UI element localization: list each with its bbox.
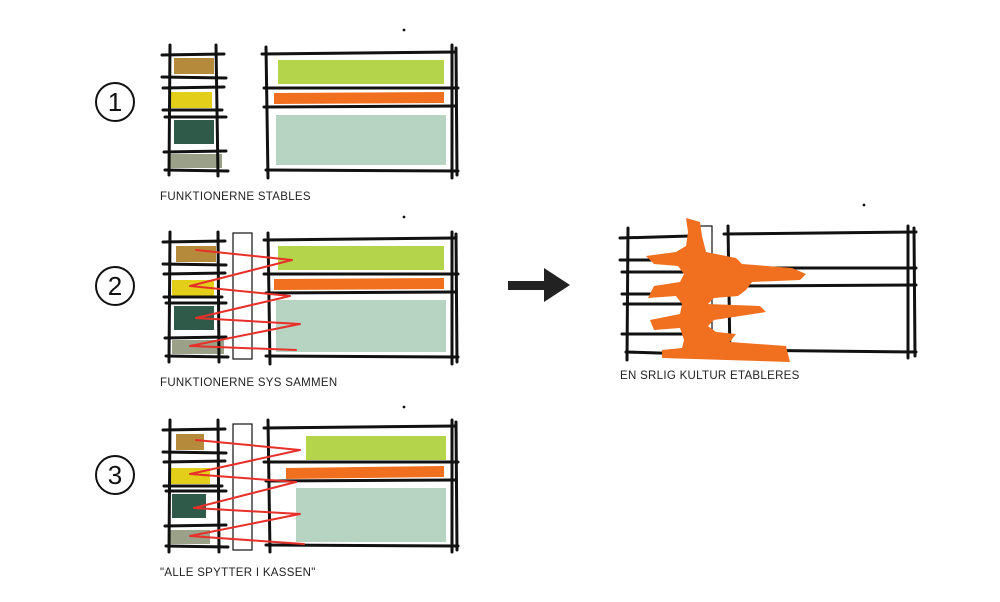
step-2-sketch — [161, 230, 460, 366]
step-2-orange-band — [274, 278, 444, 290]
ink-dot — [402, 405, 406, 409]
step-2-lime-block — [278, 246, 444, 270]
ink-dot — [402, 215, 406, 219]
step-3-connection-zigzag — [189, 439, 305, 545]
step-2-stack-frame — [161, 230, 230, 364]
ink-dot — [402, 28, 406, 32]
step-3-mint-block — [296, 488, 446, 542]
result-building-frame — [722, 224, 918, 360]
transition-arrow-icon — [508, 268, 570, 302]
step-3-number: 3 — [107, 459, 123, 490]
step-1-number: 1 — [107, 86, 123, 117]
step-1-yellow-block — [170, 92, 212, 108]
step-1-mint-block — [276, 115, 446, 165]
step-2-number: 2 — [107, 270, 123, 301]
step-3-building-frame — [262, 418, 460, 554]
step-1-darkgreen-block — [174, 120, 214, 144]
step-1-stack-frame — [160, 43, 230, 178]
step-2-mint-block — [276, 300, 446, 352]
step-3-lime-block — [306, 436, 446, 460]
step-2-connection-zigzag — [189, 249, 301, 351]
ink-dot — [862, 203, 866, 207]
step-2-ochre-block — [176, 246, 216, 262]
step-1-sketch — [160, 43, 460, 180]
result-sketch — [618, 218, 918, 362]
step-3-shaft — [232, 423, 253, 551]
step-1-orange-band — [274, 92, 444, 104]
step-1-lime-block — [278, 60, 444, 84]
step-1-ochre-block — [174, 58, 214, 74]
step-3-ochre-block — [176, 434, 204, 450]
step-3-orange-band — [286, 466, 444, 479]
step-2-shaft — [232, 232, 253, 360]
step-1-caption: FUNKTIONERNE STABLES — [160, 191, 311, 203]
step-2-building-frame — [262, 230, 460, 366]
step-3-sketch — [161, 418, 460, 554]
step-1-number-circle: 1 — [95, 82, 135, 122]
step-2-number-circle: 2 — [95, 266, 135, 306]
result-culture-shape — [646, 218, 806, 362]
step-1-building-frame — [260, 43, 460, 180]
step-2-caption: FUNKTIONERNE SYS SAMMEN — [160, 377, 338, 389]
step-3-caption: "ALLE SPYTTER I KASSEN" — [160, 567, 316, 579]
step-1-sage-block — [170, 154, 222, 168]
step-3-number-circle: 3 — [95, 455, 135, 495]
step-2-yellow-block — [172, 280, 214, 296]
result-caption: EN SRLIG KULTUR ETABLERES — [620, 370, 800, 382]
